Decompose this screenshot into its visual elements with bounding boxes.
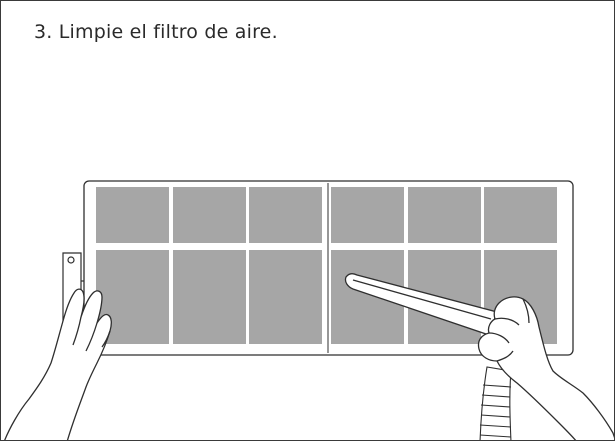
- vacuum-hose-icon: [479, 366, 512, 440]
- filter-cell: [484, 187, 557, 243]
- left-hand-icon: [4, 288, 112, 440]
- filter-cell: [249, 187, 322, 243]
- filter-cell: [331, 187, 404, 243]
- filter-cell: [173, 187, 246, 243]
- filter-cell: [249, 250, 322, 344]
- filter-cell: [96, 187, 169, 243]
- step-title: 3. Limpie el filtro de aire.: [34, 21, 278, 43]
- filter-cells: [96, 187, 557, 344]
- filter-cell: [408, 187, 481, 243]
- filter-cell: [173, 250, 246, 344]
- right-hand-icon: [477, 296, 614, 440]
